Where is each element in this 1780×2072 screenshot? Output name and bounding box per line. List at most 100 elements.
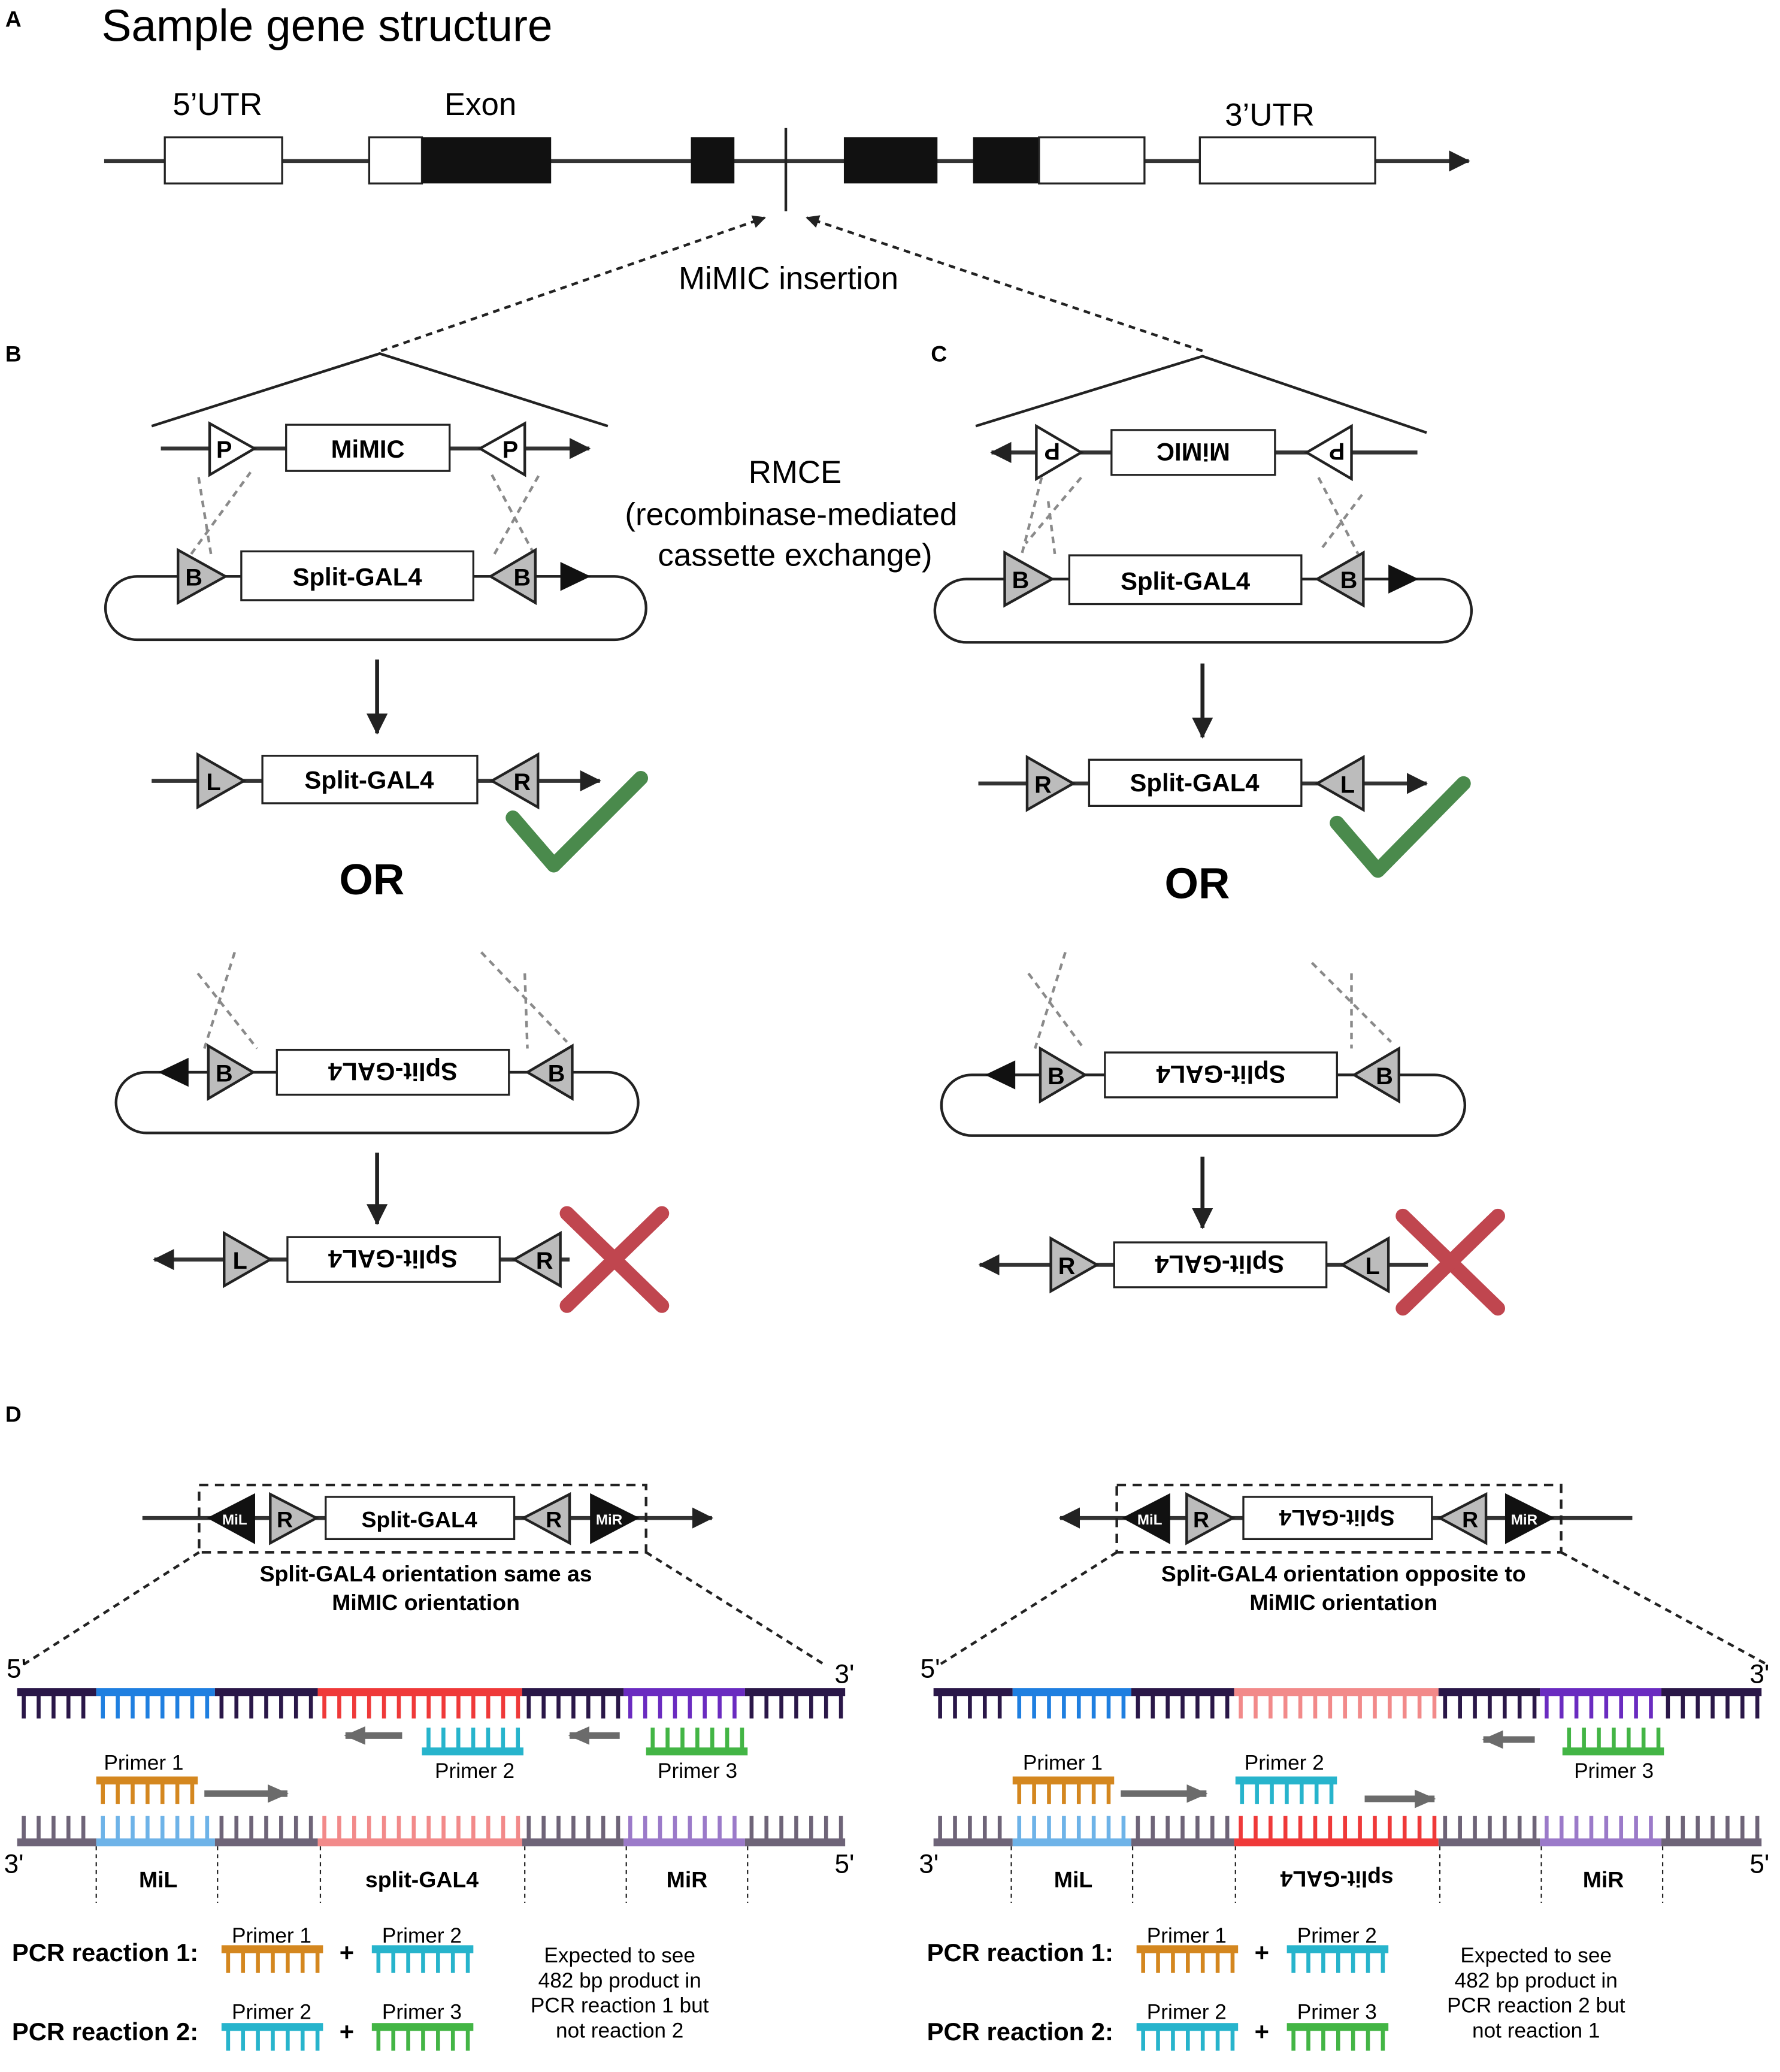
region-split-label-inverted: split-GAL4: [1280, 1867, 1394, 1892]
strand-backbone: [522, 1816, 624, 1847]
check-mark: [1330, 776, 1471, 878]
orientation-caption-1: Split-GAL4 orientation same as: [260, 1561, 592, 1586]
attb-site-right: [525, 1043, 574, 1101]
strand-split-gal4: [1234, 1816, 1439, 1847]
pcr-primer-label: Primer 2: [1147, 2001, 1227, 2024]
split-gal4-label-inverted: Split-GAL4: [1156, 1060, 1286, 1088]
end-label-5: 5': [1749, 1849, 1769, 1879]
attb-site-left: [207, 1043, 256, 1101]
split-gal4-box: [261, 755, 479, 804]
plus-sign: +: [340, 2017, 354, 2046]
pcr-primer-2: [1286, 1945, 1389, 1973]
mir-label: MiR: [1511, 1512, 1537, 1528]
strand-backbone: [1438, 1688, 1540, 1719]
panel-d-left: MiL R Split-GAL4 R MiR Split-GAL4 orient…: [23, 1483, 825, 1666]
pcr-reaction-2-label: PCR reaction 2:: [927, 2017, 1113, 2046]
attb-label-right: B: [1376, 1063, 1393, 1090]
mimic-label: MiMIC: [331, 435, 405, 463]
pcr-reaction-1-label: PCR reaction 1:: [12, 1938, 198, 1967]
split-gal4-box-inverted: [1113, 1241, 1328, 1288]
attl-site: [1339, 1236, 1390, 1294]
label-5utr: 5’UTR: [172, 87, 262, 122]
pcr-primer-2: [221, 2023, 323, 2051]
primer-1: [96, 1776, 198, 1804]
plasmid-direction-arrow: [985, 1060, 1016, 1090]
strand-backbone: [1131, 1688, 1234, 1719]
region-mir-label: MiR: [667, 1867, 708, 1892]
pcr-reaction-1-label: PCR reaction 1:: [927, 1938, 1113, 1967]
panel-a: A Sample gene structure 5’UTR Exon 3’UTR…: [5, 0, 1470, 352]
primer-2: [422, 1728, 523, 1756]
strand-end-labels: 5' 3' 3' 5' 5' 3' 3' 5': [4, 1654, 1770, 1879]
strand-mil: [96, 1688, 215, 1719]
attb-label-right: B: [513, 565, 531, 591]
split-gal4-label: Split-GAL4: [1121, 567, 1251, 595]
end-label-5: 5': [7, 1654, 26, 1684]
attr-label: R: [536, 1248, 553, 1274]
check-mark: [505, 771, 649, 873]
split-gal4-box: [1068, 554, 1303, 606]
exon-coding-4: [973, 137, 1039, 184]
attb-site-left: [176, 548, 228, 606]
attp-site-left: [208, 421, 258, 477]
attl-label: L: [1340, 772, 1355, 798]
split-gal4-label-inverted: Split-GAL4: [328, 1058, 458, 1086]
pcr-primer-3: [371, 2023, 474, 2051]
attp-label-left: P: [1045, 438, 1060, 464]
region-mir-label: MiR: [1583, 1867, 1624, 1892]
attr-site: [520, 1492, 571, 1545]
plus-sign: +: [340, 1938, 354, 1967]
attp-label-right: P: [1329, 438, 1345, 464]
plus-sign: +: [1255, 1938, 1269, 1967]
split-gal4-box-inverted: [1104, 1051, 1338, 1099]
pcr-primer-label: Primer 1: [232, 1924, 311, 1947]
panel-b: P MiMIC P B Split-GAL4 B L Split-GAL4: [104, 352, 670, 1313]
mimic-box-inverted: [1110, 429, 1276, 476]
panel-c-letter: C: [931, 341, 947, 366]
expected-line: PCR reaction 1 but: [531, 1994, 709, 2017]
rmce-line-1: RMCE: [749, 455, 842, 490]
plasmid-direction-arrow: [158, 1057, 189, 1087]
insertion-wedge: [975, 355, 1427, 434]
strand-backbone: [17, 1816, 96, 1847]
pcr-primer-1: [221, 1945, 323, 1973]
split-gal4-label: Split-GAL4: [361, 1507, 477, 1532]
crossover-lines: [1027, 952, 1392, 1049]
attl-label: L: [1366, 1253, 1380, 1280]
expected-line: 482 bp product in: [538, 1969, 701, 1992]
attr-label: R: [546, 1507, 562, 1532]
attp-site-left: [1035, 424, 1084, 482]
attb-label-right: B: [1340, 567, 1358, 594]
expected-line: PCR reaction 2 but: [1447, 1994, 1625, 2017]
primer-direction-arrows: [204, 1726, 1535, 1808]
crossover-lines: [190, 471, 542, 555]
attl-site: [1314, 755, 1365, 812]
strand-mir: [1540, 1816, 1661, 1847]
panel-a-letter: A: [5, 6, 22, 31]
attb-label-left: B: [185, 565, 202, 591]
split-gal4-label: Split-GAL4: [293, 563, 423, 591]
exon-coding-3: [843, 137, 938, 184]
primer-1: [1012, 1776, 1115, 1804]
split-gal4-label: Split-GAL4: [1130, 769, 1260, 797]
attl-label: L: [207, 769, 221, 795]
label-mimic-insertion: MiMIC insertion: [679, 261, 898, 296]
cross-mark: [559, 1206, 670, 1313]
strand-backbone: [933, 1688, 1013, 1719]
attl-label: L: [233, 1248, 247, 1274]
strand-backbone: [1438, 1816, 1540, 1847]
pcr-primer-label: Primer 2: [1297, 1924, 1377, 1947]
end-label-5: 5': [921, 1654, 940, 1684]
plasmid-direction-arrow: [560, 562, 591, 591]
attb-label-left: B: [1048, 1063, 1065, 1090]
primer-2: [1235, 1776, 1337, 1804]
primer-3-label: Primer 3: [658, 1759, 737, 1783]
label-exon: Exon: [444, 87, 516, 122]
split-gal4-box-inverted: [276, 1048, 510, 1096]
attp-label-right: P: [502, 437, 518, 463]
attb-label-right: B: [548, 1060, 565, 1087]
attr-site: [1437, 1492, 1488, 1545]
exon-utr-box-2: [1038, 136, 1146, 184]
split-gal4-box-inverted: [1242, 1496, 1433, 1541]
